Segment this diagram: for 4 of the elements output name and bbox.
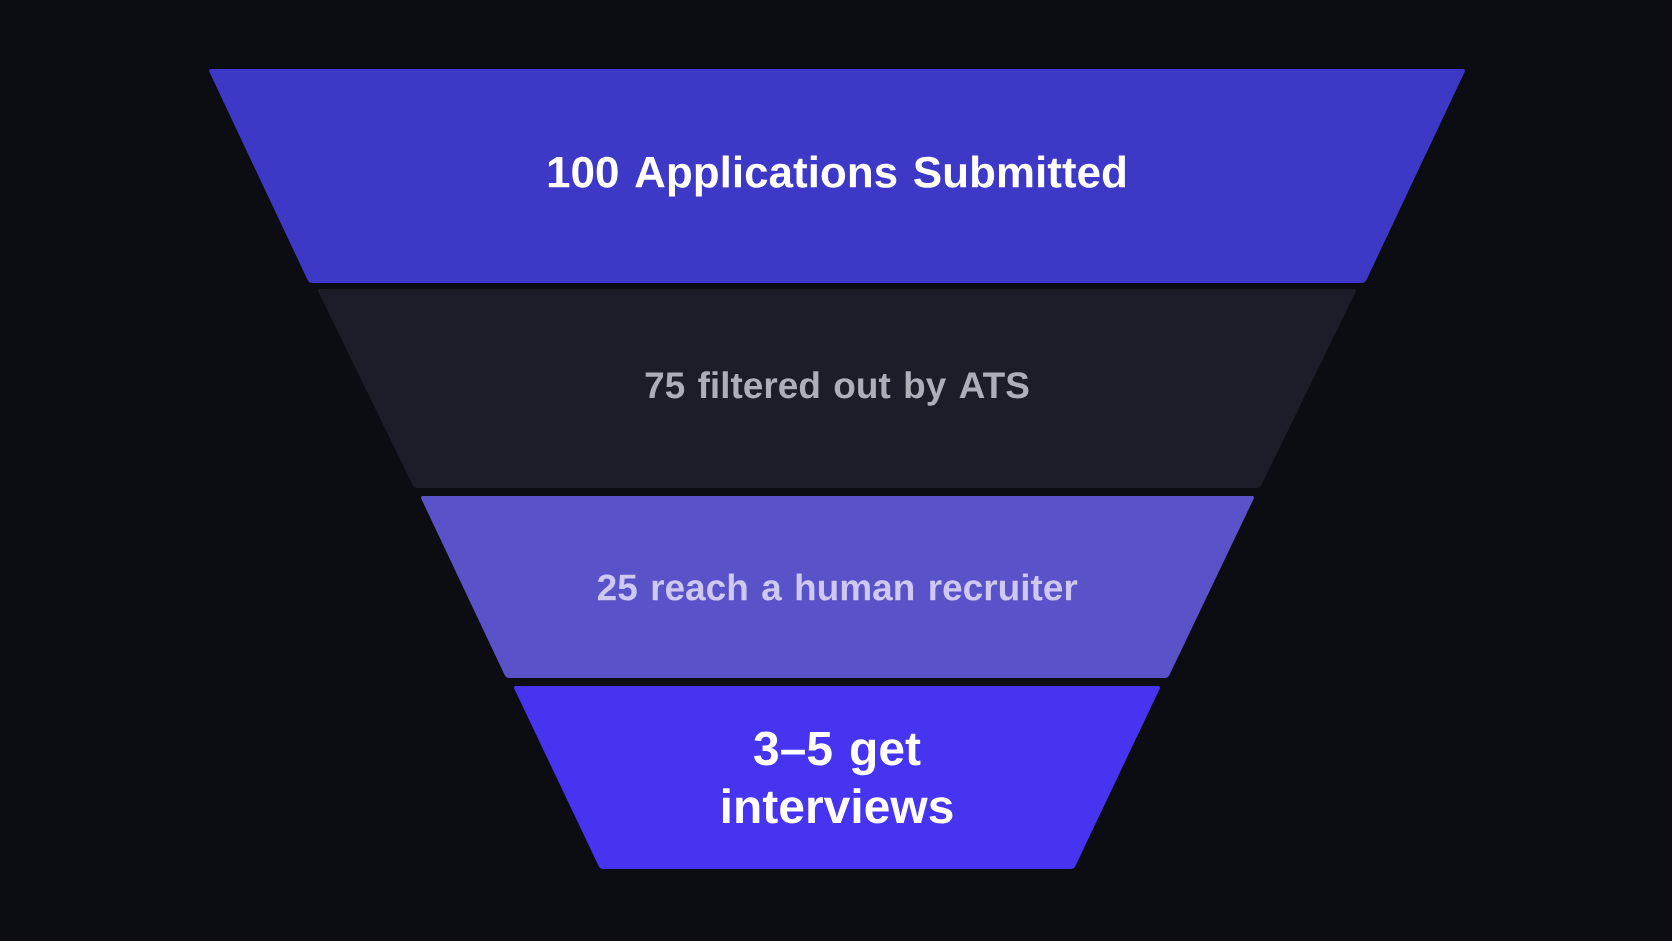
funnel-stage: 75 filtered out by ATS	[318, 289, 1356, 488]
funnel-stage: 3–5 get interviews	[514, 686, 1160, 869]
funnel-stage: 100 Applications Submitted	[209, 69, 1465, 283]
funnel-stage: 25 reach a human recruiter	[421, 496, 1254, 678]
